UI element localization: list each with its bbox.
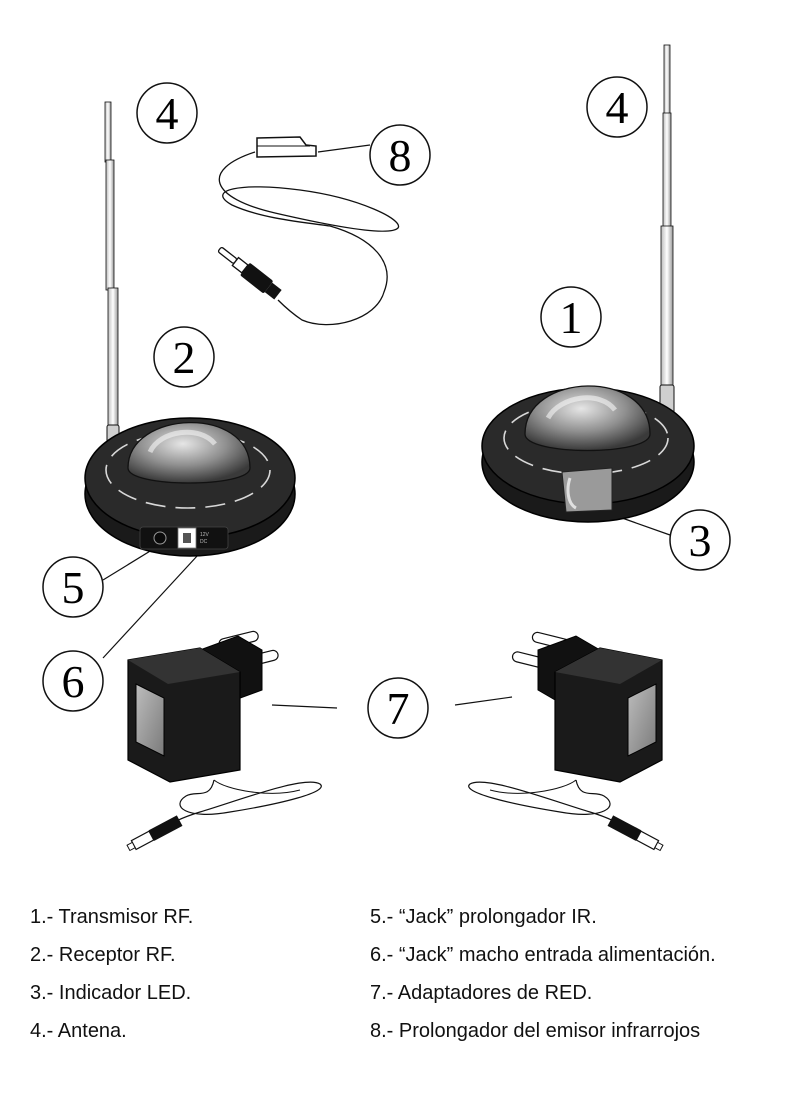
- legend-column-right: 5.- “Jack” prolongador IR. 6.- “Jack” ma…: [370, 905, 716, 1057]
- callout-number: 4: [606, 82, 629, 133]
- legend-item-3: 3.- Indicador LED.: [30, 982, 192, 1004]
- voltage-label: 12V: [200, 532, 210, 538]
- callout-7: 7: [367, 677, 429, 739]
- legend-item-5: 5.- “Jack” prolongador IR.: [370, 906, 597, 928]
- legend-item-7: 7.- Adaptadores de RED.: [370, 982, 593, 1004]
- legend-item-2: 2.- Receptor RF.: [30, 944, 176, 966]
- leader-lines: [102, 144, 671, 709]
- legend: 1.- Transmisor RF. 2.- Receptor RF. 3.- …: [0, 905, 800, 1085]
- callout-3: 3: [669, 509, 731, 571]
- callout-2: 2: [153, 326, 215, 388]
- antenna-left-icon: [104, 101, 120, 448]
- callout-number: 7: [387, 683, 410, 734]
- receiver-device: 12V DC: [84, 101, 296, 557]
- callout-number: 6: [62, 656, 85, 707]
- callout-number: 5: [62, 562, 85, 613]
- ir-jack-port-icon: [153, 531, 167, 545]
- callout-4-right: 4: [586, 76, 648, 138]
- transmitter-device: [481, 44, 695, 523]
- legend-item-1: 1.- Transmisor RF.: [30, 906, 194, 928]
- power-adapter-left: [126, 630, 322, 852]
- callout-8: 8: [369, 124, 431, 186]
- ir-emitter-icon: [256, 136, 317, 158]
- callout-1: 1: [540, 286, 602, 348]
- callout-number: 3: [689, 515, 712, 566]
- callout-5: 5: [42, 556, 104, 618]
- antenna-right-icon: [659, 44, 675, 418]
- legend-item-6: 6.- “Jack” macho entrada alimentación.: [370, 944, 716, 966]
- callout-4-left: 4: [136, 82, 198, 144]
- callout-number: 2: [173, 332, 196, 383]
- dc-plug-icon: [607, 815, 664, 852]
- callout-number: 4: [156, 88, 179, 139]
- ir-extender-cable: [217, 136, 400, 326]
- legend-column-left: 1.- Transmisor RF. 2.- Receptor RF. 3.- …: [30, 905, 193, 1057]
- current-label: DC: [200, 539, 208, 545]
- receiver-front-panel: 12V DC: [139, 526, 229, 550]
- dc-plug-icon: [126, 815, 183, 852]
- components-diagram: 4 4 8 1 2 3 5 6 7: [42, 44, 731, 852]
- callout-number: 1: [560, 292, 583, 343]
- power-adapter-right: [468, 631, 664, 852]
- led-indicator-icon: [561, 467, 613, 513]
- legend-item-4: 4.- Antena.: [30, 1020, 127, 1042]
- jack-plug-icon: [217, 246, 282, 300]
- callout-6: 6: [42, 650, 104, 712]
- legend-item-8: 8.- Prolongador del emisor infrarrojos: [370, 1020, 701, 1042]
- callout-number: 8: [389, 130, 412, 181]
